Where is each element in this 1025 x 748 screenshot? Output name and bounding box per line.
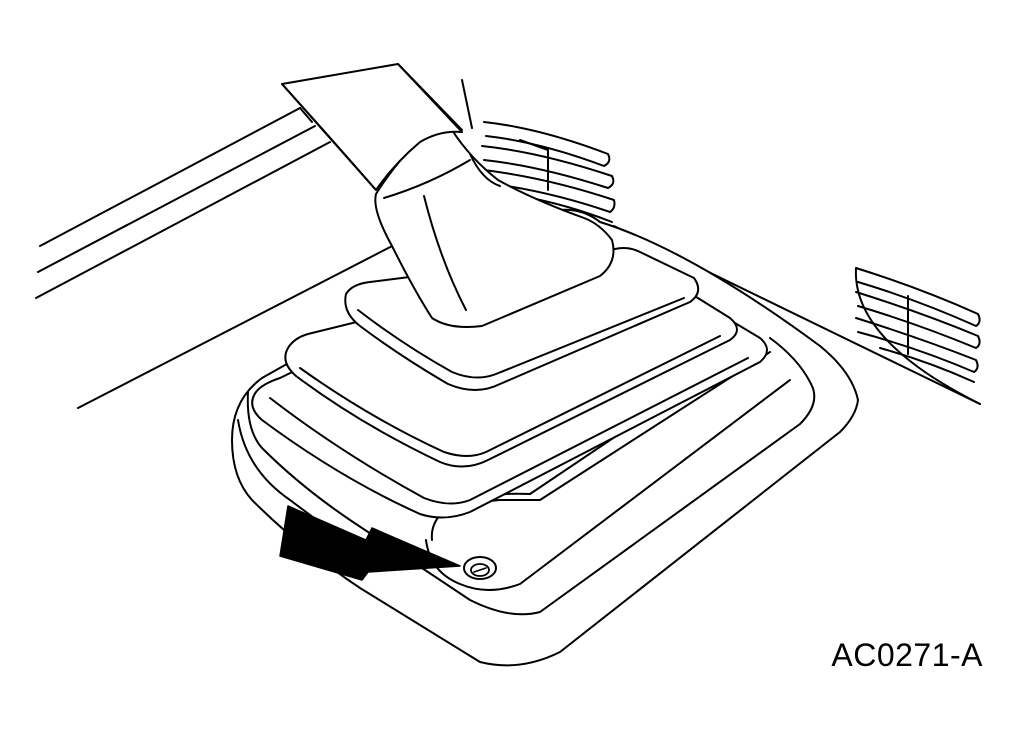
figure-reference-code: AC0271-A xyxy=(831,637,983,673)
floor-vent-upper xyxy=(481,121,616,223)
shift-lever-shaft xyxy=(281,63,463,191)
retaining-screw xyxy=(463,556,497,580)
console-trim-lines xyxy=(35,107,401,409)
arrow-icon xyxy=(279,505,461,581)
floor-vent-right xyxy=(855,267,981,383)
